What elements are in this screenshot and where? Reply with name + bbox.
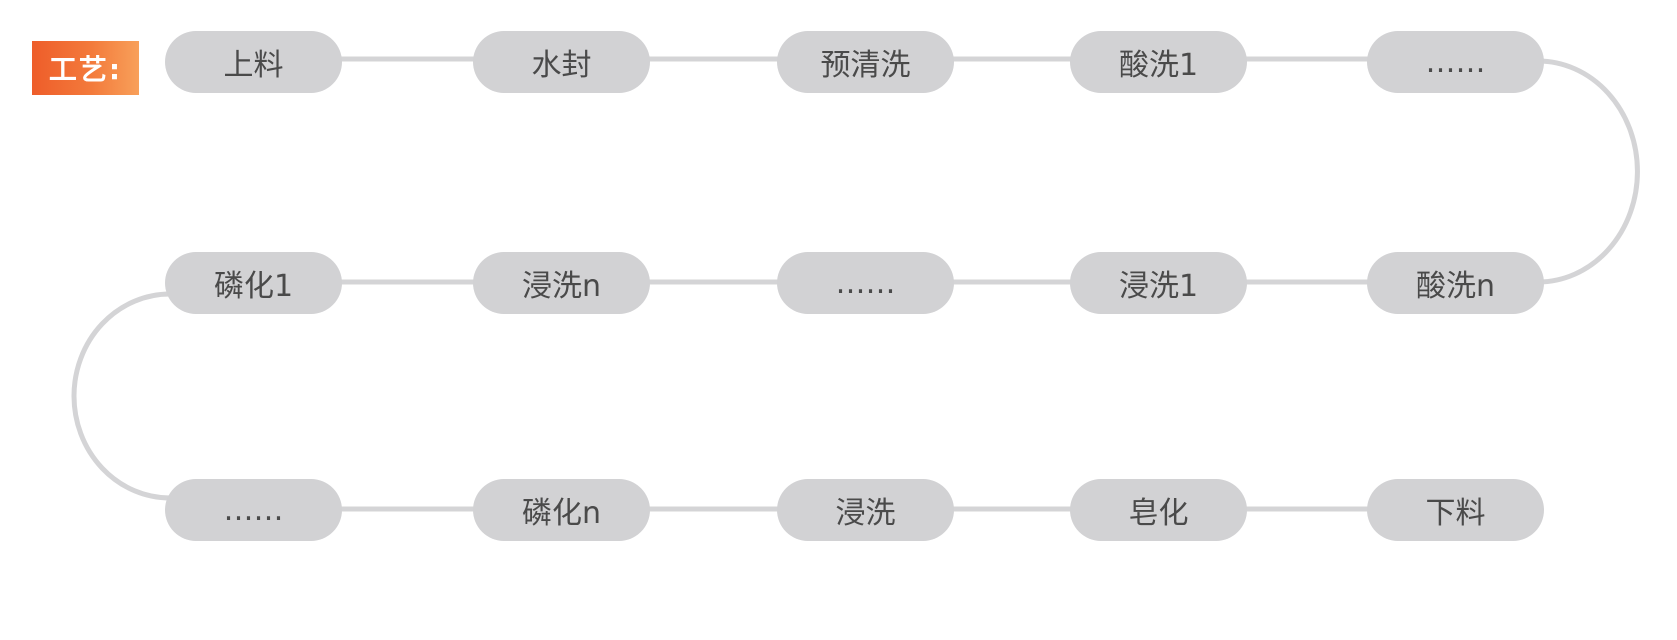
process-step: 浸洗n	[473, 252, 650, 314]
process-step: 预清洗	[777, 31, 954, 93]
process-step: 磷化n	[473, 479, 650, 541]
process-step: 磷化1	[165, 252, 342, 314]
process-step: 浸洗	[777, 479, 954, 541]
process-step: 水封	[473, 31, 650, 93]
process-label: 工艺:	[32, 41, 139, 95]
process-step: 酸洗n	[1367, 252, 1544, 314]
process-step: 上料	[165, 31, 342, 93]
connector-curve	[71, 291, 173, 501]
process-step: 下料	[1367, 479, 1544, 541]
process-step: ……	[165, 479, 342, 541]
connector-curve	[1535, 58, 1640, 285]
process-step: 酸洗1	[1070, 31, 1247, 93]
process-step: ……	[777, 252, 954, 314]
process-step: 皂化	[1070, 479, 1247, 541]
process-step: 浸洗1	[1070, 252, 1247, 314]
process-step: ……	[1367, 31, 1544, 93]
